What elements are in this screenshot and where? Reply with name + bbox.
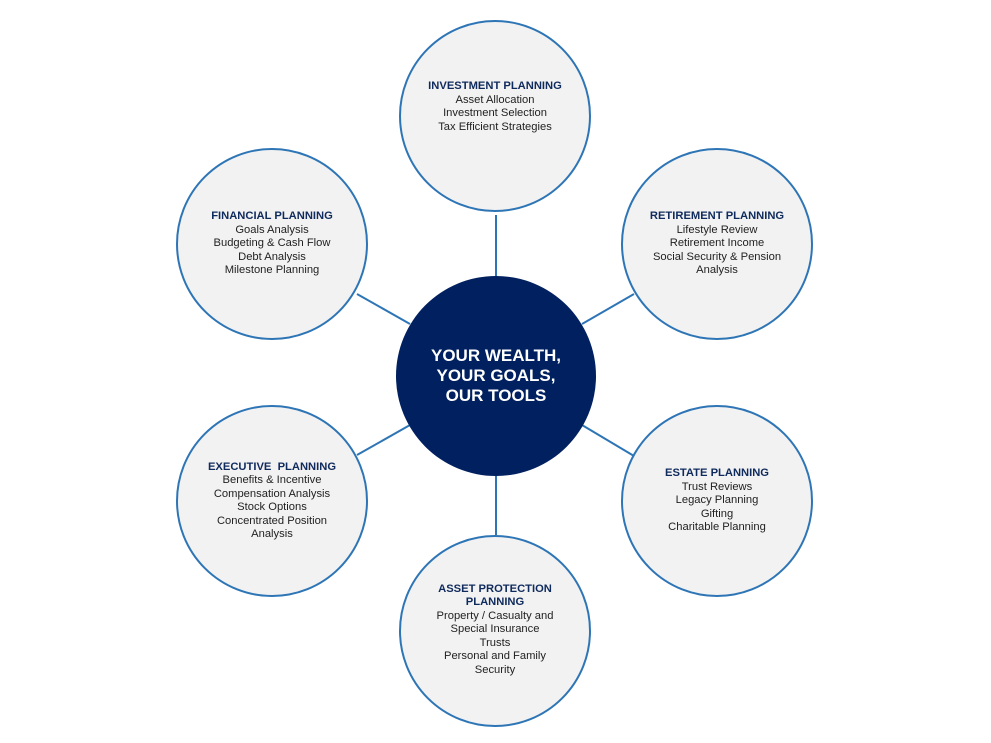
center-hub: YOUR WEALTH, YOUR GOALS, OUR TOOLS	[396, 276, 596, 476]
node-investment-planning: INVESTMENT PLANNING Asset Allocation Inv…	[399, 20, 591, 212]
node-item: Asset Allocation	[455, 93, 535, 106]
node-item: Trusts	[479, 636, 511, 649]
node-title: RETIREMENT PLANNING	[649, 210, 785, 223]
node-title: FINANCIAL PLANNING	[211, 210, 333, 223]
node-item: Charitable Planning	[668, 521, 766, 534]
node-item: Budgeting & Cash Flow	[213, 237, 331, 250]
node-item: Debt Analysis	[238, 250, 306, 263]
node-executive-planning: EXECUTIVE PLANNING Benefits & Incentive …	[176, 405, 368, 597]
node-retirement-planning: RETIREMENT PLANNING Lifestyle Review Ret…	[621, 148, 813, 340]
node-title: ESTATE PLANNING	[664, 467, 769, 480]
node-item: Lifestyle Review	[676, 223, 758, 236]
node-title: INVESTMENT PLANNING	[428, 80, 562, 92]
connector-estate	[581, 424, 635, 457]
node-item: Stock Options	[237, 501, 307, 513]
node-item: Special Insurance	[450, 623, 540, 636]
node-financial-planning: FINANCIAL PLANNING Goals Analysis Budget…	[176, 148, 368, 340]
node-item: Security	[474, 663, 516, 676]
node-item: Personal and Family	[444, 650, 546, 663]
node-asset-protection-planning: ASSET PROTECTION PLANNING Property / Cas…	[399, 535, 591, 727]
node-item: Compensation Analysis	[213, 487, 331, 500]
node-title: PLANNING	[465, 596, 525, 609]
node-item: Investment Selection	[443, 107, 547, 119]
node-item: Tax Efficient Strategies	[438, 120, 552, 133]
center-line-3: OUR TOOLS	[445, 386, 547, 405]
node-title: ASSET PROTECTION	[438, 582, 552, 595]
node-item: Trust Reviews	[681, 480, 753, 493]
node-item: Goals Analysis	[235, 223, 309, 236]
node-item: Milestone Planning	[224, 264, 320, 277]
node-item: Analysis	[696, 264, 738, 277]
center-line-2: YOUR GOALS,	[436, 366, 556, 385]
center-line-1: YOUR WEALTH,	[430, 346, 561, 365]
node-item: Social Security & Pension	[652, 250, 782, 263]
node-item: Benefits & Incentive	[222, 474, 322, 486]
connector-executive	[356, 424, 411, 456]
node-item: Gifting	[700, 507, 734, 520]
connector-financial	[356, 293, 411, 325]
node-item: Property / Casualty and	[436, 609, 554, 622]
node-item: Concentrated Position	[216, 514, 328, 527]
node-item: Analysis	[251, 528, 293, 540]
node-estate-planning: ESTATE PLANNING Trust Reviews Legacy Pla…	[621, 405, 813, 597]
connector-retirement	[581, 293, 635, 325]
node-item: Legacy Planning	[675, 494, 759, 507]
node-title: EXECUTIVE PLANNING	[207, 460, 337, 473]
node-item: Retirement Income	[669, 237, 765, 250]
